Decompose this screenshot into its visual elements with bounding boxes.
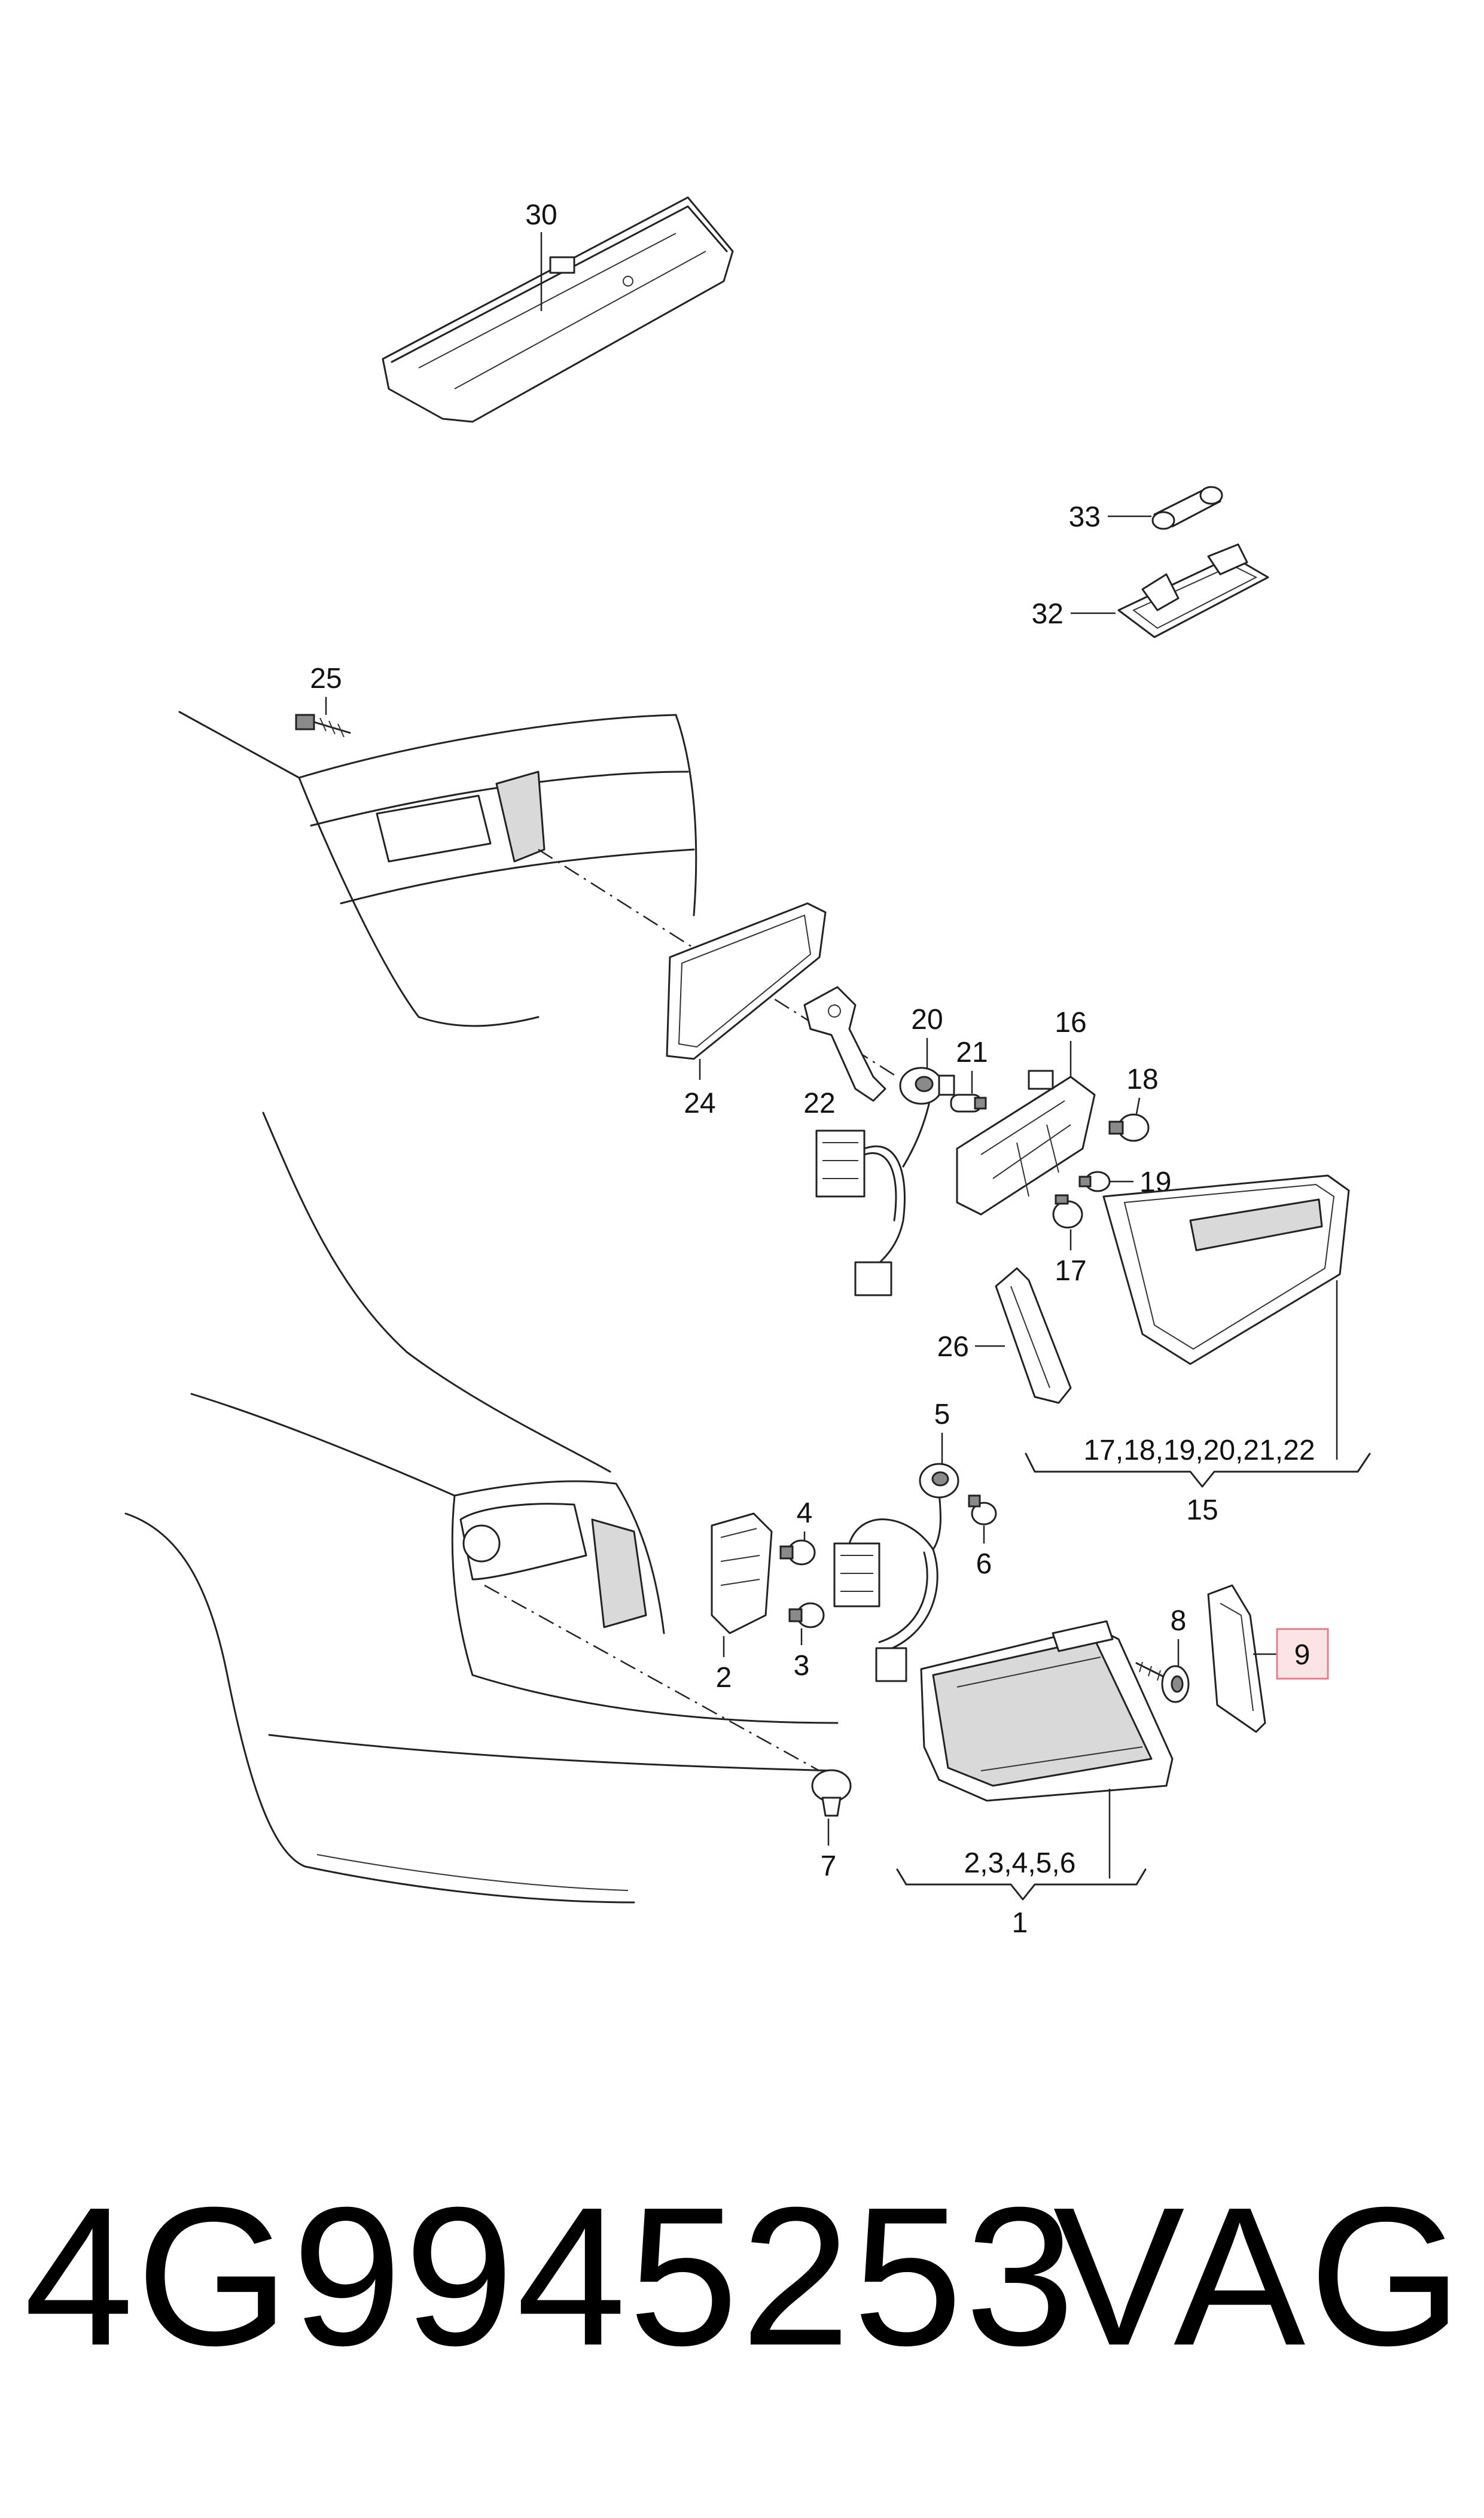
part-33-festoon-bulb (1151, 486, 1223, 530)
part-4-bulb (779, 1539, 816, 1566)
center-line-7 (484, 1584, 820, 1772)
callout-25: 25 (310, 663, 342, 695)
bracket-1 (896, 1868, 1147, 1901)
part-15-inner-tail-light (1102, 1174, 1350, 1365)
callout-30: 30 (525, 199, 557, 231)
part-24-seal (666, 902, 827, 1060)
part-20-bulb-holder (899, 1067, 955, 1105)
part-21-bulb (950, 1094, 987, 1113)
part-7-expanding-nut (811, 1769, 852, 1817)
part-25-bolt (295, 714, 351, 738)
part-2-bulb-carrier (711, 1512, 773, 1634)
callout-1: 1 (1012, 1907, 1028, 1939)
part-number: 4G9945253 (24, 2166, 1077, 2386)
part-32-licence-plate-light (1117, 543, 1269, 638)
callout-4: 4 (797, 1497, 813, 1529)
part-30-high-brake-light (382, 196, 734, 423)
callout-24: 24 (684, 1088, 715, 1119)
part-22-bracket (803, 986, 886, 1102)
callout-8: 8 (1171, 1605, 1187, 1637)
callout-1-group: 2,3,4,5,6 (964, 1847, 1076, 1879)
callout-17: 17 (1055, 1255, 1086, 1287)
bracket-15 (1025, 1453, 1371, 1488)
part-1-outer-tail-light (920, 1620, 1174, 1802)
callout-3: 3 (794, 1650, 810, 1682)
callout-22: 22 (803, 1088, 835, 1119)
brand-label: VAG (1053, 2166, 1466, 2386)
part-8-screw (1135, 1661, 1190, 1703)
callout-2: 2 (716, 1662, 732, 1694)
part-3-bulb (788, 1602, 825, 1628)
part-19-bulb (1078, 1171, 1111, 1192)
part-5-bulb-holder (919, 1463, 959, 1499)
part-6-bulb (968, 1494, 997, 1526)
callout-16: 16 (1055, 1007, 1086, 1039)
wiring-harness-lower (833, 1488, 941, 1682)
callout-32: 32 (1032, 598, 1064, 630)
callout-26: 26 (937, 1331, 969, 1363)
callout-21: 21 (956, 1037, 988, 1068)
tailgate-body-outline (178, 711, 697, 1027)
part-17-bulb (1052, 1194, 1083, 1229)
callout-15: 15 (1186, 1494, 1218, 1526)
car-rear-body-outline (124, 1112, 839, 1904)
part-9-gasket (1207, 1584, 1266, 1733)
callout-9-highlight (1276, 1628, 1329, 1680)
callout-5: 5 (934, 1399, 950, 1430)
footer: 4G9945253 VAG (0, 2178, 1484, 2441)
part-18-bulb (1108, 1113, 1150, 1142)
callout-33: 33 (1069, 501, 1101, 533)
callout-6: 6 (976, 1548, 992, 1580)
callout-7: 7 (821, 1850, 837, 1882)
callout-20: 20 (911, 1004, 943, 1036)
callout-15-group: 17,18,19,20,21,22 (1083, 1435, 1315, 1466)
part-26-trim-strip (995, 1267, 1072, 1404)
callout-9: 9 (1294, 1639, 1311, 1671)
part-16-bulb-carrier (956, 1070, 1096, 1216)
callout-18: 18 (1126, 1064, 1158, 1095)
leader-18 (1135, 1097, 1141, 1115)
wiring-harness-upper (815, 1070, 934, 1296)
